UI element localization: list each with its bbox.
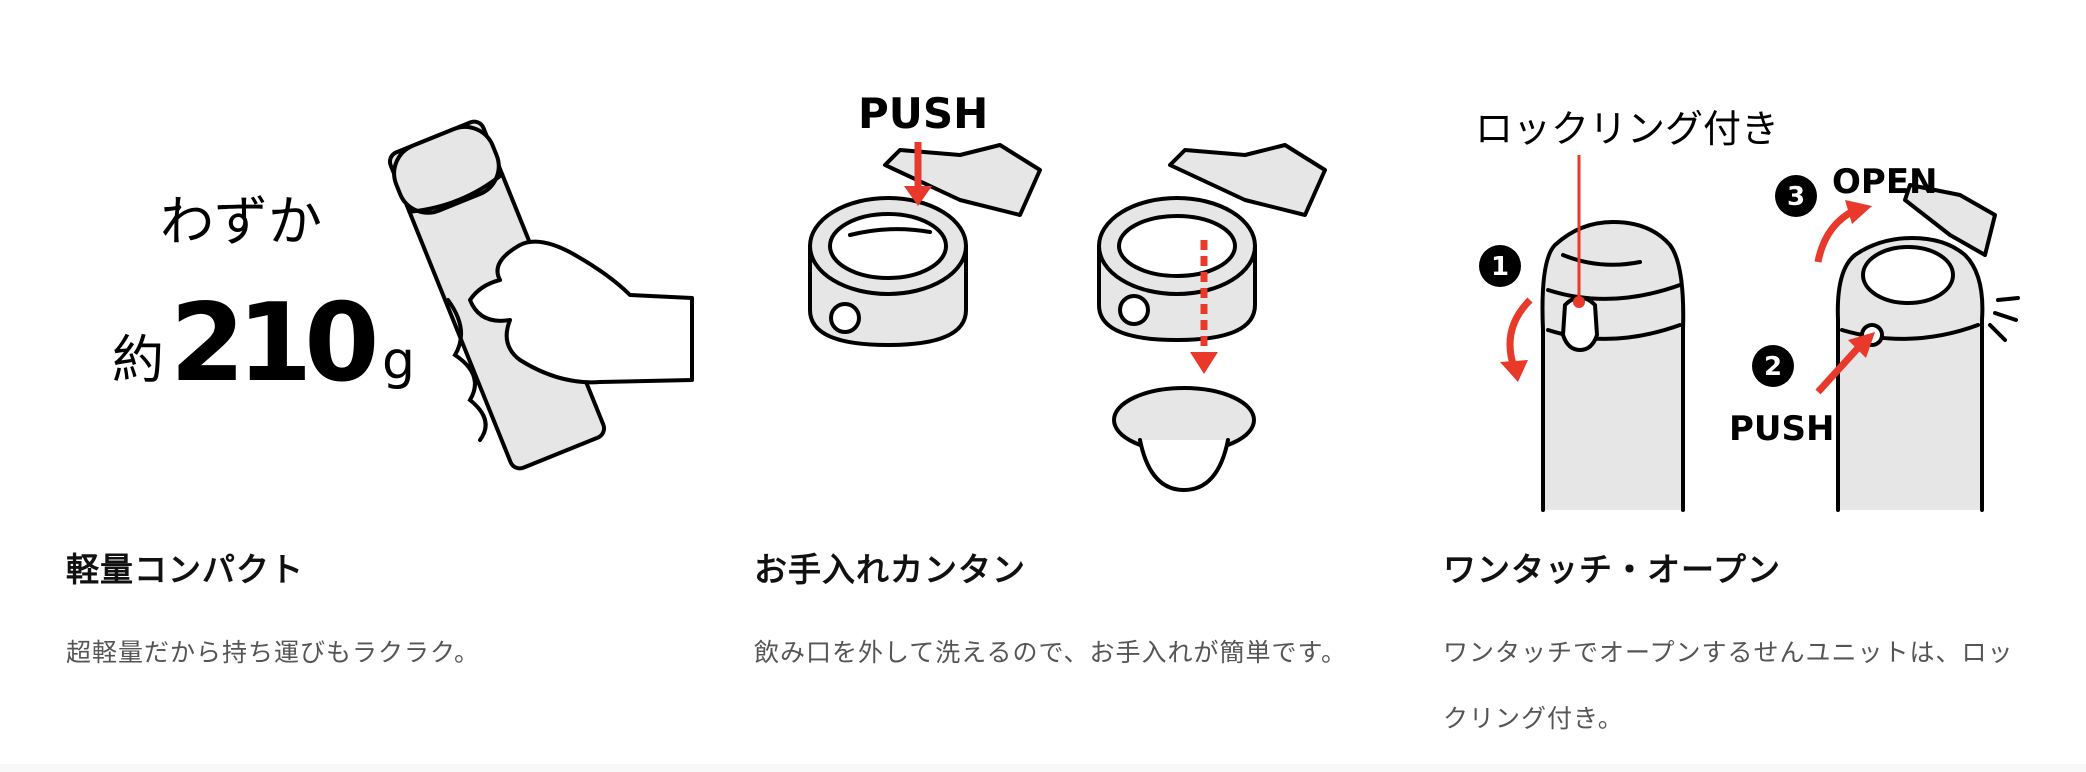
rotate-arrow-icon (1500, 297, 1533, 382)
weight-prefix: わずか (160, 190, 322, 253)
locking-ring-label: ロックリング付き (1475, 107, 1779, 151)
push-arrow-icon (904, 142, 932, 206)
ring-closed-icon (808, 143, 1042, 347)
label-leader-dot (1573, 296, 1585, 308)
weight-unit: g (382, 331, 415, 391)
feature-lightweight: 軽量コンパクト 超軽量だから持ち運びもラクラク。 (66, 548, 686, 686)
bottle-locked-icon (1540, 220, 1686, 512)
weight-approx: 約 (112, 331, 164, 391)
feature-description: 超軽量だから持ち運びもラクラク。 (66, 638, 481, 667)
one-touch-illustration: ロックリング付き 1 3 (1475, 107, 2020, 512)
cleaning-illustration: PUSH (808, 89, 1327, 492)
step-1-badge: 1 (1479, 245, 1521, 287)
open-label: OPEN (1832, 162, 1938, 202)
ring-open-icon (1097, 143, 1327, 342)
fingers-outline (446, 298, 488, 442)
bottle-open-icon (1835, 183, 2020, 512)
feature-title: 軽量コンパクト (66, 550, 304, 589)
push-arrow-2-icon (1815, 332, 1875, 395)
cap-icon (1112, 386, 1256, 492)
remove-arrow-icon (1190, 240, 1218, 374)
push-label: PUSH (858, 89, 988, 138)
hand-icon (468, 239, 694, 385)
svg-text:2: 2 (1764, 352, 1782, 382)
feature-easy-cleaning: お手入れカンタン 飲み口を外して洗えるので、お手入れが簡単です。 (754, 548, 1374, 686)
weight-value: 210 (170, 281, 374, 406)
feature-one-touch-open: ワンタッチ・オープン ワンタッチでオープンするせんユニットは、ロックリング付き。 (1443, 548, 2033, 752)
push-label-2: PUSH (1729, 409, 1834, 449)
svg-text:1: 1 (1491, 252, 1509, 282)
step-2-badge: 2 (1752, 345, 1794, 387)
feature-title: ワンタッチ・オープン (1443, 550, 1782, 589)
feature-title: お手入れカンタン (754, 550, 1026, 589)
footer-band (0, 764, 2086, 772)
open-arrow-icon (1814, 200, 1872, 263)
feature-description: ワンタッチでオープンするせんユニットは、ロックリング付き。 (1443, 638, 2014, 733)
feature-description: 飲み口を外して洗えるので、お手入れが簡単です。 (754, 638, 1348, 667)
step-3-badge: 3 (1775, 175, 1817, 217)
svg-text:3: 3 (1787, 182, 1805, 212)
lightweight-illustration: わずか 約 210 g (112, 119, 694, 471)
